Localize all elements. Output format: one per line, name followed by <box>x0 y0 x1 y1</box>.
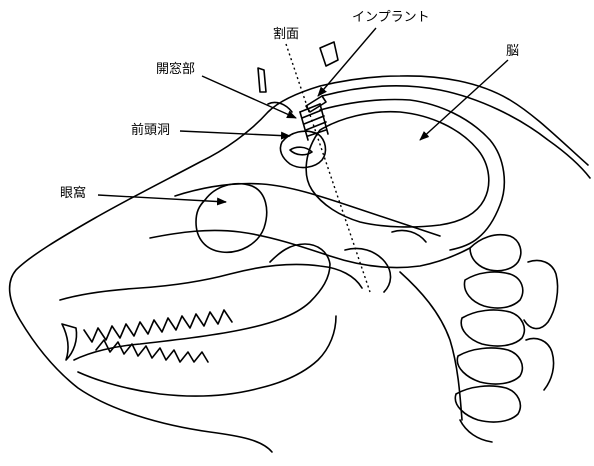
fang <box>62 324 77 360</box>
upper-teeth <box>84 310 232 342</box>
vertebra-side <box>524 261 558 329</box>
implant-arrow <box>318 28 376 96</box>
label-section: 割面 <box>273 27 299 43</box>
brain-arrow <box>420 60 508 140</box>
vertebra-5 <box>455 386 520 422</box>
label-implant: インプラント <box>352 10 430 26</box>
sinus-arrow <box>180 131 290 136</box>
implant-post-left <box>258 68 266 92</box>
label-opening: 開窓部 <box>156 62 195 78</box>
label-frontal-sinus: 前頭洞 <box>131 123 170 139</box>
vertebra-3 <box>461 310 524 346</box>
label-orbit: 眼窩 <box>60 186 86 202</box>
vertebra-1 <box>470 235 521 271</box>
label-brain: 脳 <box>506 44 519 60</box>
frontal-sinus <box>280 131 325 167</box>
mandible <box>74 244 330 360</box>
implant-post-right <box>320 42 338 66</box>
implant-screw <box>300 96 328 140</box>
opening-arrow <box>202 76 296 118</box>
upper-skull-contour <box>322 86 590 178</box>
orbit <box>196 184 267 253</box>
vertebra-2 <box>464 272 522 308</box>
vertebra-4 <box>457 348 522 384</box>
brain-cavity <box>306 112 489 227</box>
